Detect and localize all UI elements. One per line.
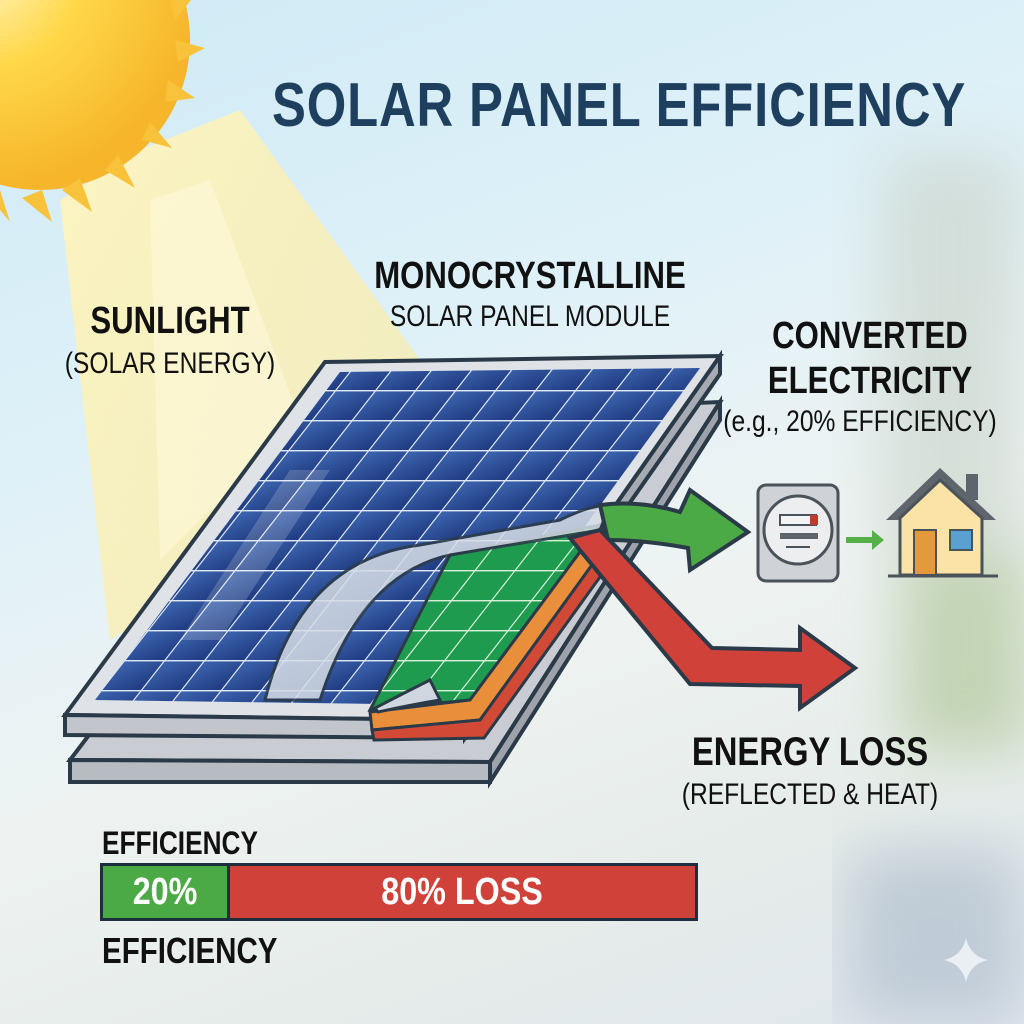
electric-meter-icon <box>756 483 840 583</box>
solar-panel-illustration <box>61 349 724 789</box>
sun-icon <box>0 0 205 222</box>
red-arrow-icon <box>566 527 859 712</box>
energy-loss-label: ENERGY LOSS <box>691 730 929 774</box>
background-blur <box>850 150 1024 1020</box>
efficiency-bar: 20% 80% LOSS <box>100 863 698 921</box>
converted-label-line1: CONVERTED <box>772 315 968 357</box>
panel-subtitle-label: SOLAR PANEL MODULE <box>389 300 671 333</box>
converted-sub-label: (e.g., 20% EFFICIENCY) <box>723 405 997 438</box>
house-icon <box>886 468 998 578</box>
efficiency-segment: 20% <box>103 866 230 918</box>
panel-type-label: MONOCRYSTALLINE <box>374 255 686 297</box>
efficiency-segment-label: 20% <box>132 870 198 913</box>
energy-loss-sub-label: (REFLECTED & HEAT) <box>681 778 939 811</box>
converted-label-line2: ELECTRICITY <box>767 360 973 402</box>
efficiency-label-bottom: EFFICIENCY <box>102 930 278 971</box>
page-title: SOLAR PANEL EFFICIENCY <box>272 71 967 140</box>
sunlight-sub-label: (SOLAR ENERGY) <box>64 347 276 380</box>
efficiency-label-top: EFFICIENCY <box>102 825 258 861</box>
sunlight-label: SUNLIGHT <box>90 300 250 342</box>
sparkle-icon <box>944 938 988 982</box>
green-arrow-icon <box>597 486 752 574</box>
loss-segment-label: 80% LOSS <box>381 870 544 913</box>
loss-segment: 80% LOSS <box>230 866 695 918</box>
